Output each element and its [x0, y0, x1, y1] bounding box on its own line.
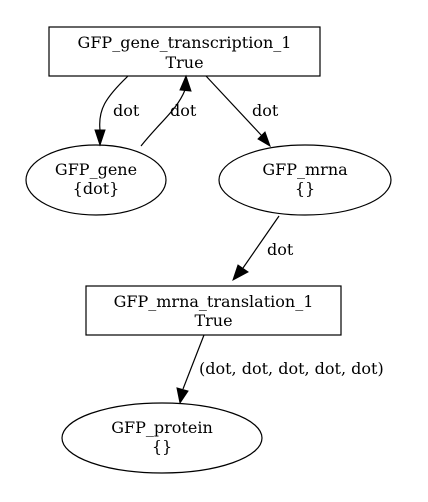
gfp-protein-node: [61, 402, 263, 474]
arrowhead-gene-to-transcription: [179, 74, 192, 92]
edge-mrna-to-translation: [242, 215, 280, 269]
gfp-mrna-value: {}: [295, 179, 315, 198]
gfp-gene-node: [25, 144, 167, 216]
gfp-protein-value: {}: [152, 437, 172, 456]
edge-transcription-to-mrna: [205, 75, 263, 137]
gfp-protein-title: GFP_protein: [111, 418, 213, 437]
edge-label-mrna-to-translation: dot: [267, 240, 294, 259]
gfp-gene-title: GFP_gene: [55, 160, 137, 179]
arrowhead-transcription-to-mrna: [257, 131, 271, 148]
gfp-mrna-translation-title: GFP_mrna_translation_1: [114, 292, 314, 311]
arrowhead-transcription-to-gene: [94, 129, 106, 147]
edge-gene-to-transcription: [140, 89, 186, 147]
gfp-mrna-node: [218, 144, 392, 216]
gfp-gene-transcription-status: True: [165, 53, 203, 72]
edge-transcription-to-gene: [99, 75, 129, 131]
gfp-gene-value: {dot}: [73, 179, 120, 198]
edge-label-translation-to-protein: (dot, dot, dot, dot, dot): [199, 359, 384, 378]
arrowhead-translation-to-protein: [176, 387, 189, 405]
edge-label-transcription-to-mrna: dot: [252, 101, 279, 120]
gfp-mrna-translation-node: [85, 285, 342, 336]
edge-label-gene-to-transcription: dot: [170, 101, 197, 120]
gfp-gene-transcription-node: [48, 26, 321, 77]
gfp-mrna-title: GFP_mrna: [262, 160, 348, 179]
edge-label-transcription-to-gene: dot: [113, 101, 140, 120]
arrowhead-mrna-to-translation: [232, 264, 249, 282]
gfp-gene-transcription-title: GFP_gene_transcription_1: [78, 33, 292, 52]
gfp-mrna-translation-status: True: [194, 311, 232, 330]
edge-translation-to-protein: [182, 334, 205, 390]
